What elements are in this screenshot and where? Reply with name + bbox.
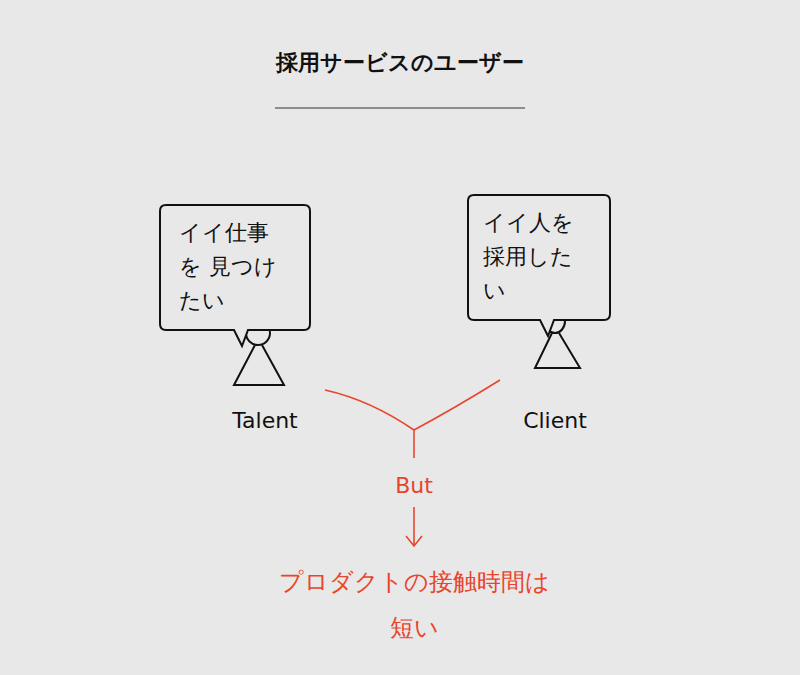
bubble-text-box: イイ仕事を 見つけたい: [160, 205, 310, 318]
speech-bubble: イイ人を 採用したい: [468, 195, 610, 320]
title-rule: [275, 108, 525, 109]
role-label: Talent: [195, 408, 335, 433]
bubble-path: [160, 205, 310, 346]
merge-lines: [325, 380, 500, 458]
bubble-text: イイ人を 採用したい: [483, 206, 595, 308]
down-arrow: [406, 507, 422, 546]
speech-bubble: イイ仕事を 見つけたい: [160, 205, 310, 330]
role-label: Client: [485, 408, 625, 433]
bubble-text-box: イイ人を 採用したい: [468, 195, 610, 308]
conclusion-text: プロダクトの接触時間は 短い: [278, 560, 549, 651]
title: 採用サービスのユーザー: [200, 48, 600, 78]
contrast-word: But: [364, 473, 464, 498]
bubble-text: イイ仕事を 見つけたい: [179, 216, 291, 318]
bubble-path: [468, 195, 610, 336]
